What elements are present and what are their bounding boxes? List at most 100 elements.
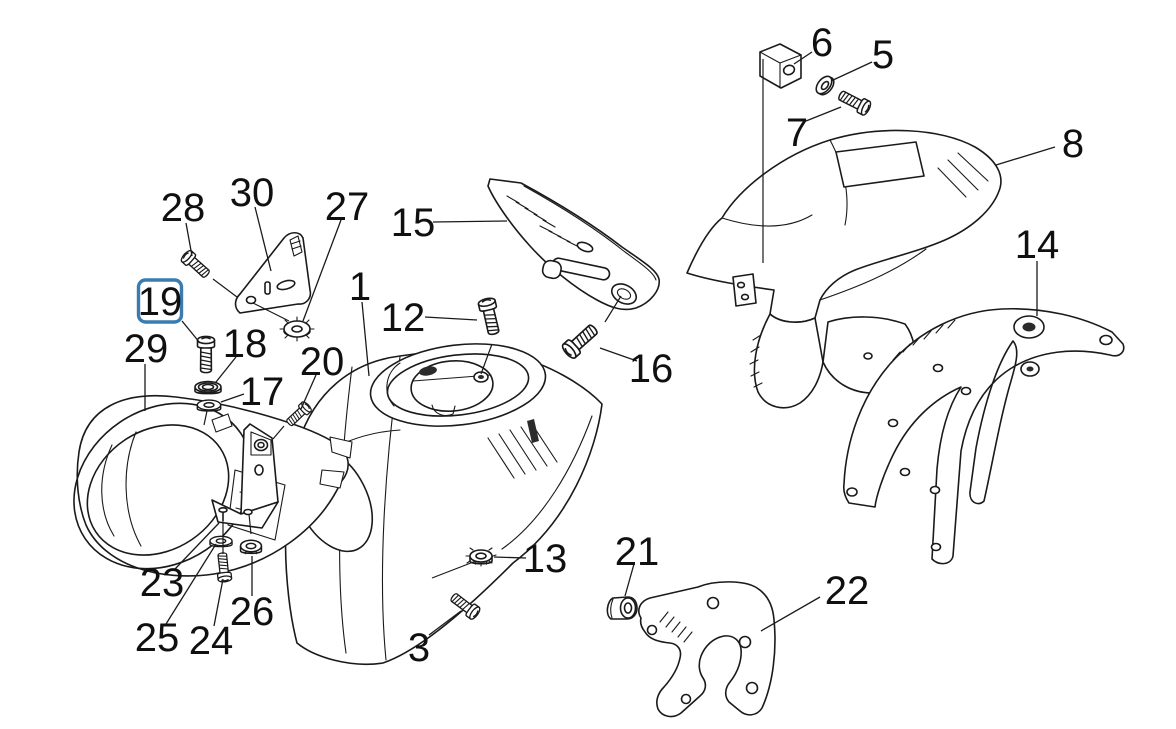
leader-line-13: [493, 556, 527, 559]
part-label-15[interactable]: 15: [391, 201, 436, 245]
part-label-27[interactable]: 27: [325, 185, 370, 229]
part-label-1[interactable]: 1: [349, 265, 371, 309]
part-number-14[interactable]: 14: [1015, 223, 1060, 267]
part-number-13[interactable]: 13: [523, 537, 568, 581]
part-number-30[interactable]: 30: [230, 171, 275, 215]
leader-line-27: [302, 219, 342, 322]
part-label-22[interactable]: 22: [825, 569, 870, 613]
part-number-20[interactable]: 20: [300, 340, 345, 384]
part-label-23[interactable]: 23: [140, 561, 185, 605]
part-label-28[interactable]: 28: [161, 186, 206, 230]
part-label-7[interactable]: 7: [786, 111, 808, 155]
assembly-axis-line: [431, 560, 477, 579]
part-screw-12: [476, 296, 504, 337]
part-number-6[interactable]: 6: [811, 21, 833, 65]
part-nut-13: [465, 547, 497, 567]
part-label-18[interactable]: 18: [223, 322, 268, 366]
part-number-5[interactable]: 5: [872, 33, 894, 77]
part-screw-28: [178, 248, 213, 281]
part-washer-5: [815, 75, 835, 96]
part-number-26[interactable]: 26: [230, 590, 275, 634]
part-label-19[interactable]: 19: [136, 278, 184, 324]
leader-line-3: [428, 610, 462, 636]
part-number-29[interactable]: 29: [124, 327, 169, 371]
part-front-fender: [284, 343, 603, 665]
assembly-axis-line: [480, 343, 493, 375]
part-label-8[interactable]: 8: [1062, 122, 1084, 166]
part-label-16[interactable]: 16: [629, 347, 674, 391]
part-label-24[interactable]: 24: [189, 619, 234, 663]
leader-line-17: [220, 393, 245, 403]
part-label-26[interactable]: 26: [230, 590, 275, 634]
part-number-15[interactable]: 15: [391, 201, 436, 245]
assembly-axis-line: [212, 278, 238, 298]
part-headlight-bracket: [211, 423, 279, 529]
part-upper-bracket: [234, 231, 312, 314]
part-number-3[interactable]: 3: [408, 626, 430, 670]
part-number-1[interactable]: 1: [349, 265, 371, 309]
leader-line-22: [760, 596, 821, 632]
leader-line-24: [213, 578, 224, 627]
part-support-plate: [487, 178, 660, 311]
part-label-5[interactable]: 5: [872, 33, 894, 77]
part-washer-25: [209, 535, 233, 548]
assembly-lines-layer: [203, 59, 764, 579]
part-number-25[interactable]: 25: [135, 616, 180, 660]
part-number-28[interactable]: 28: [161, 186, 206, 230]
leader-line-5: [830, 61, 873, 82]
part-label-12[interactable]: 12: [381, 296, 426, 340]
part-number-22[interactable]: 22: [825, 569, 870, 613]
part-nut-26: [239, 539, 263, 555]
part-clip-nut-6: [759, 43, 802, 89]
leader-line-20: [300, 374, 317, 410]
part-rear-fender: [686, 129, 1002, 409]
part-lower-bracket: [638, 581, 776, 718]
part-label-17[interactable]: 17: [240, 370, 285, 414]
part-number-12[interactable]: 12: [381, 296, 426, 340]
leader-line-8: [995, 146, 1056, 166]
assembly-axis-line: [604, 295, 622, 323]
part-label-20[interactable]: 20: [300, 340, 345, 384]
part-washer-17: [196, 399, 222, 412]
part-label-29[interactable]: 29: [124, 327, 169, 371]
part-headlight-housing: [73, 394, 353, 577]
part-number-18[interactable]: 18: [223, 322, 268, 366]
part-number-17[interactable]: 17: [240, 370, 285, 414]
leader-line-21: [624, 563, 635, 597]
part-washer-18: [194, 380, 222, 395]
leader-line-12: [424, 316, 478, 321]
assembly-axis-line: [252, 302, 290, 322]
part-number-21[interactable]: 21: [615, 530, 660, 574]
leader-line-6: [793, 51, 813, 65]
part-number-27[interactable]: 27: [325, 185, 370, 229]
assembly-axis-line: [272, 425, 285, 440]
leader-line-25: [165, 543, 217, 625]
part-number-24[interactable]: 24: [189, 619, 234, 663]
part-number-16[interactable]: 16: [629, 347, 674, 391]
assembly-axis-line: [203, 410, 208, 426]
leader-line-15: [432, 220, 508, 223]
part-number-7[interactable]: 7: [786, 111, 808, 155]
leader-lines-layer: [144, 51, 1056, 636]
part-label-3[interactable]: 3: [408, 626, 430, 670]
leader-line-23: [174, 522, 220, 570]
part-screw-19: [196, 335, 216, 374]
leader-line-18: [215, 356, 237, 383]
part-label-13[interactable]: 13: [523, 537, 568, 581]
part-label-6[interactable]: 6: [811, 21, 833, 65]
part-number-23[interactable]: 23: [140, 561, 185, 605]
part-number-8[interactable]: 8: [1062, 122, 1084, 166]
leader-line-19: [181, 320, 201, 344]
leader-line-1: [361, 301, 370, 377]
part-label-30[interactable]: 30: [230, 171, 275, 215]
part-label-25[interactable]: 25: [135, 616, 180, 660]
assembly-axis-line: [248, 513, 252, 535]
part-number-19[interactable]: 19: [138, 280, 183, 324]
leader-line-30: [254, 206, 272, 272]
part-label-21[interactable]: 21: [615, 530, 660, 574]
part-label-14[interactable]: 14: [1015, 223, 1060, 267]
part-screw-16: [559, 320, 602, 362]
